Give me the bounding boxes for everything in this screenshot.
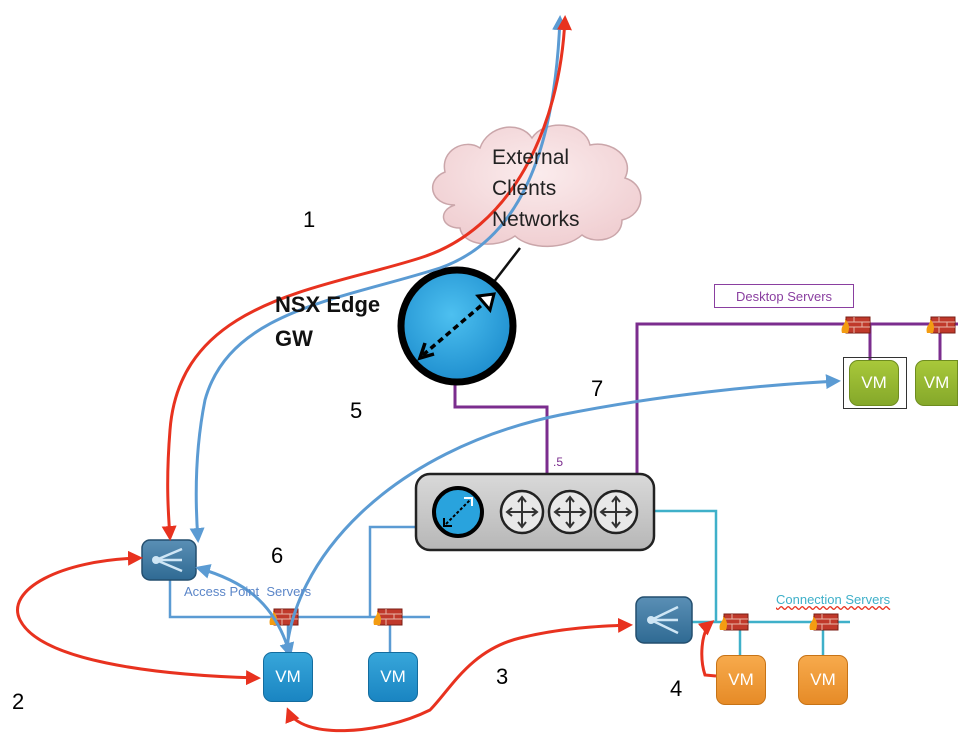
step-3: 3 xyxy=(496,664,509,689)
cloud-label-external: External xyxy=(492,146,570,169)
desktop-servers-label: Desktop Servers xyxy=(714,284,854,308)
nsx-gw-label: GW xyxy=(275,326,313,351)
access-point-load-balancer xyxy=(141,539,197,581)
step-1: 1 xyxy=(303,207,316,232)
step-5: 5 xyxy=(350,398,363,423)
step-6: 6 xyxy=(271,543,284,568)
red-traffic-flows xyxy=(16,15,717,733)
connection-load-balancer xyxy=(635,596,693,644)
nsx-edge-gateway xyxy=(397,266,517,386)
selected-vm-frame xyxy=(843,357,907,409)
nsx-edge-label: NSX Edge xyxy=(275,292,381,317)
cloud-label-networks: Networks xyxy=(492,208,580,231)
step-2: 2 xyxy=(12,689,25,714)
connection-servers-label: Connection Servers xyxy=(776,592,891,607)
desktop-vm-1: VM xyxy=(849,360,899,406)
access-point-servers-label: Access Point Servers xyxy=(184,584,312,599)
connection-vm-1: VM xyxy=(716,655,766,705)
cloud-label-clients: Clients xyxy=(492,177,557,200)
step-7: 7 xyxy=(591,376,604,401)
access-point-vm-2: VM xyxy=(368,652,418,702)
desktop-vm-2: VM xyxy=(915,360,958,406)
subnet-label: .5 xyxy=(553,455,564,469)
step-4: 4 xyxy=(670,676,683,701)
connection-vm-2: VM xyxy=(798,655,848,705)
access-point-vm-1: VM xyxy=(263,652,313,702)
distributed-router xyxy=(414,472,656,552)
